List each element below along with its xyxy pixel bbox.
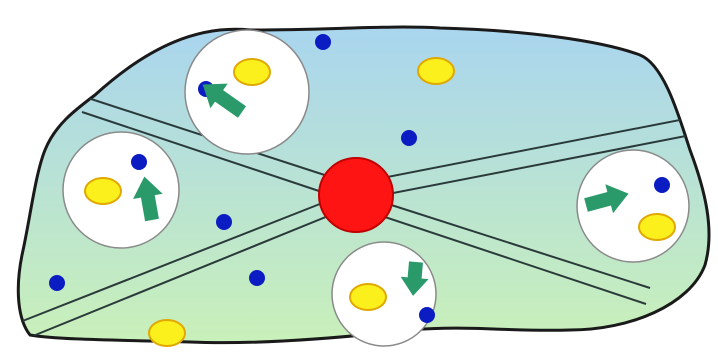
yellow-particle <box>85 178 121 204</box>
bubble-left <box>63 132 179 248</box>
blue-particle <box>654 177 670 193</box>
bubble-top <box>185 30 309 154</box>
blue-particle <box>401 130 417 146</box>
bubble-right <box>577 150 689 262</box>
center-node-circle <box>319 158 393 232</box>
blue-particle <box>249 270 265 286</box>
yellow-particle <box>234 59 270 85</box>
yellow-particle <box>350 284 386 310</box>
blue-particle <box>216 214 232 230</box>
bubble-bottom <box>332 242 436 346</box>
yellow-particle <box>418 58 454 84</box>
blue-particle <box>131 154 147 170</box>
yellow-particle <box>639 214 675 240</box>
blue-particle <box>49 275 65 291</box>
blue-particle <box>315 34 331 50</box>
yellow-particle <box>149 320 185 346</box>
blue-particle <box>419 307 435 323</box>
center-node <box>319 158 393 232</box>
